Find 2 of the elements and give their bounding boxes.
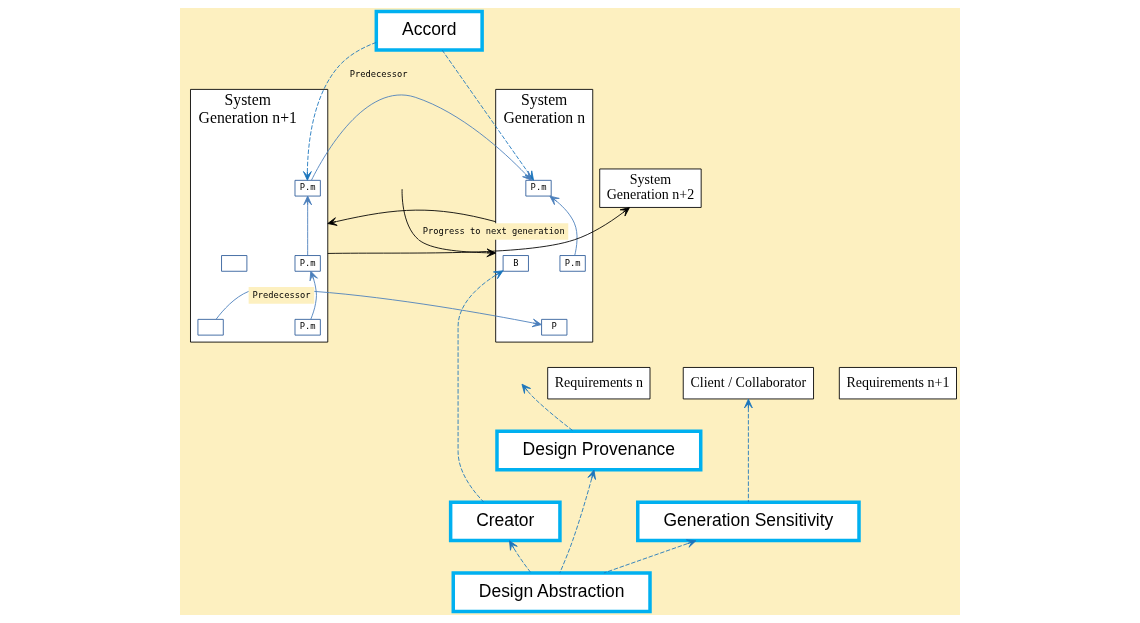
edge-label: Predecessor (349, 68, 408, 79)
edge-label: Predecessor (252, 289, 311, 300)
